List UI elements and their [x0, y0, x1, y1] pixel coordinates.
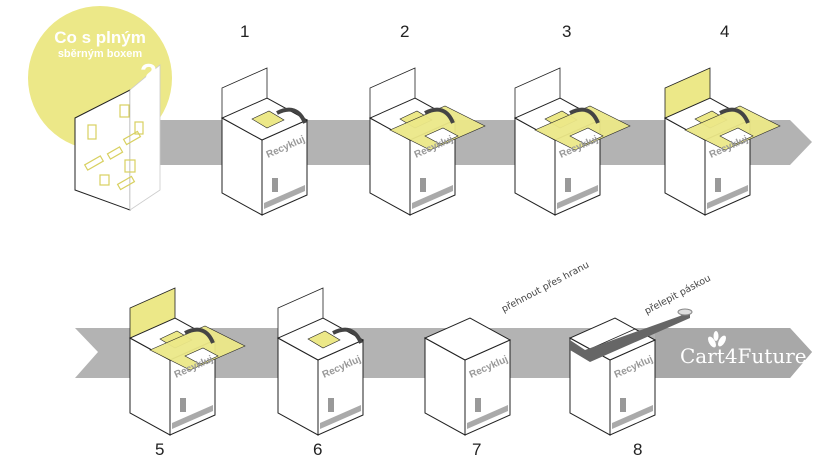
box-step-3: Recykluj — [513, 67, 631, 216]
box-step-4: Recykluj — [663, 67, 781, 216]
open-full-box — [74, 64, 161, 211]
step-number: 1 — [240, 22, 250, 41]
person-bin-icon — [715, 178, 721, 192]
step-number: 3 — [562, 22, 572, 41]
fold-arrow-icon — [332, 327, 363, 344]
step-number: 6 — [313, 440, 323, 459]
box-step-6: Recykluj — [276, 287, 365, 436]
step-number: 2 — [400, 22, 410, 41]
leaf-logo-icon — [708, 331, 726, 348]
person-bin-icon — [328, 398, 334, 412]
person-bin-icon — [180, 398, 186, 412]
tape-roll — [677, 308, 693, 316]
box-step-2: Recykluj — [368, 67, 486, 216]
person-bin-icon — [475, 398, 481, 412]
top-process-arrow — [150, 120, 812, 165]
person-bin-icon — [565, 178, 571, 192]
fold-arrow-icon — [424, 107, 455, 124]
brand-arrow-head — [655, 328, 812, 378]
question-mark: ? — [140, 58, 158, 89]
person-bin-icon — [420, 178, 426, 192]
person-bin-icon — [272, 178, 278, 192]
person-bin-icon — [620, 398, 626, 412]
step-number: 4 — [720, 22, 730, 41]
box-step-1: Recykluj — [220, 67, 309, 216]
brand-logo: Cart4Future — [680, 344, 807, 368]
step-number: 5 — [155, 440, 165, 459]
fold-arrow-icon — [719, 107, 750, 124]
box-step-5: Recykluj — [128, 287, 246, 436]
tape-strip — [570, 310, 690, 362]
title-line-1: Co s plným — [54, 28, 146, 47]
box-step-7: Recykluj — [423, 317, 512, 436]
step-number: 7 — [472, 440, 482, 459]
page-title: Co s plným sběrným boxem — [40, 28, 160, 60]
fold-arrow-icon — [184, 327, 215, 344]
title-line-2: sběrným boxem — [57, 48, 143, 60]
fold-arrow-icon — [276, 107, 307, 124]
fold-arrow-icon — [569, 107, 600, 124]
step-number: 8 — [633, 440, 643, 459]
